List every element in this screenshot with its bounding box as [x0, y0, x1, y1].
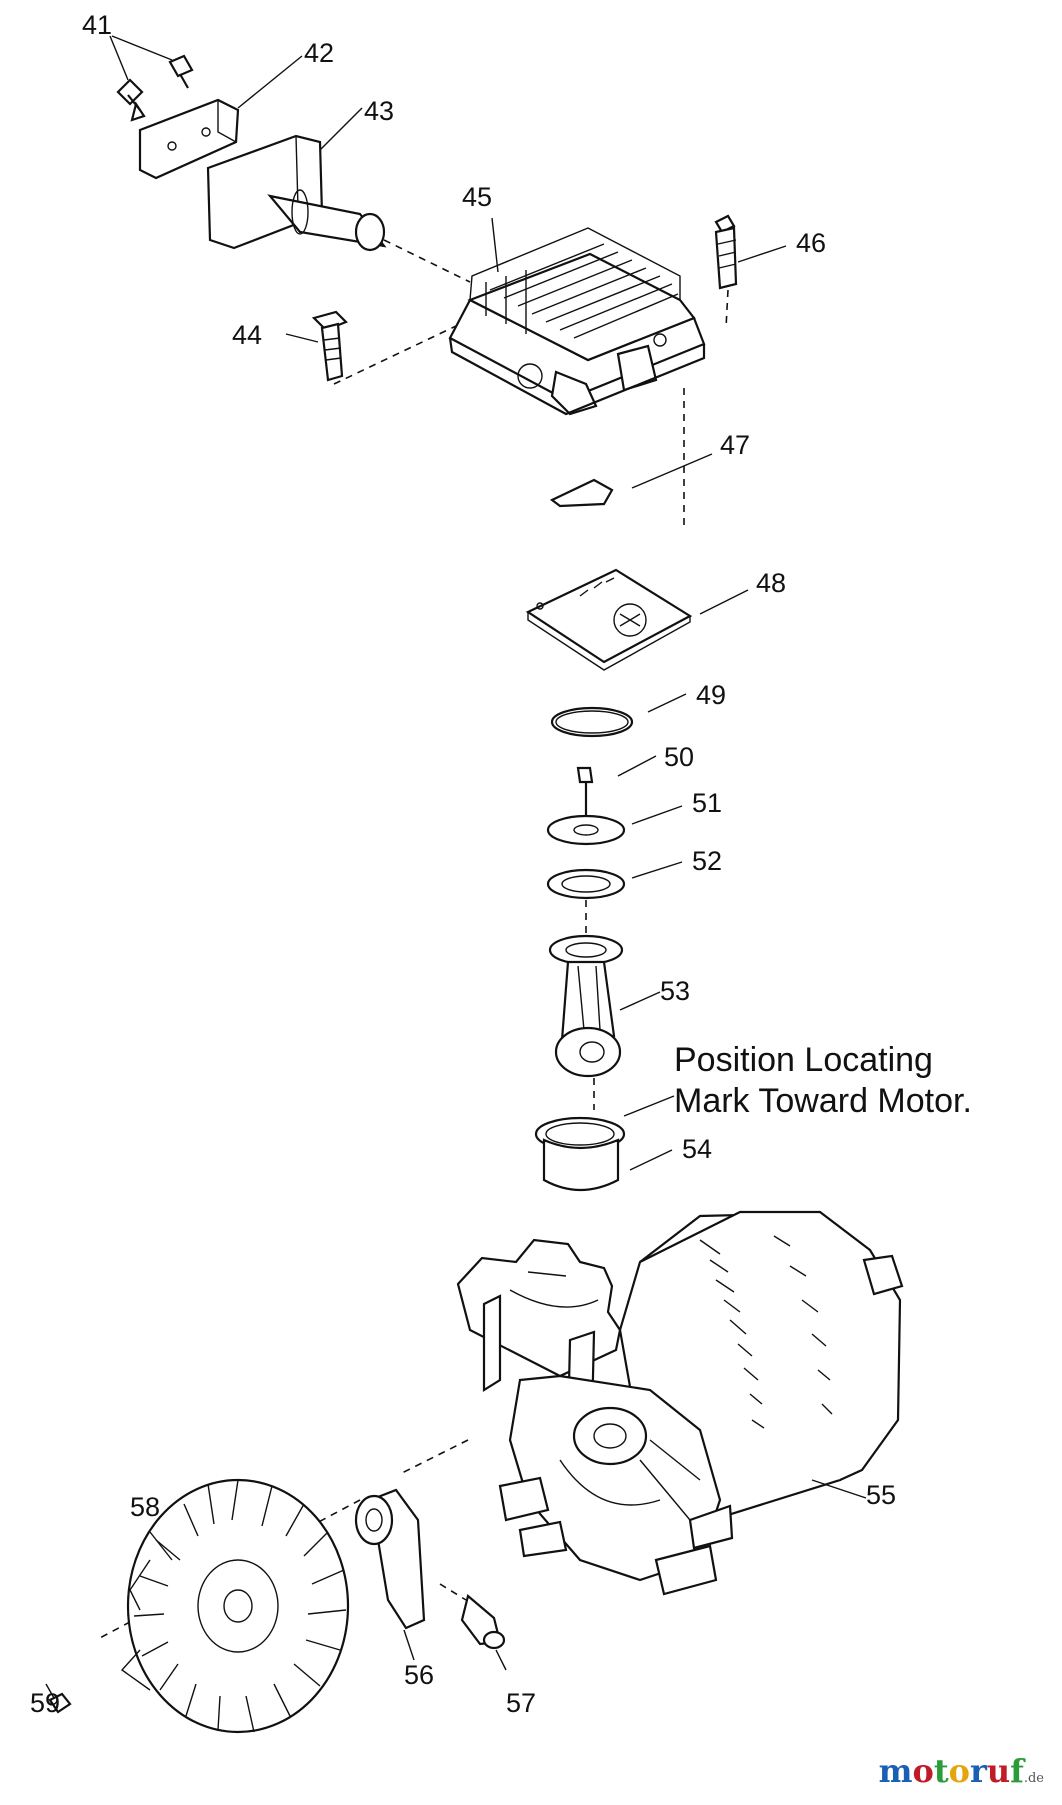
part-43-intake	[206, 107, 471, 283]
part-label-55: 55	[866, 1480, 897, 1510]
part-41-screws	[109, 35, 194, 122]
watermark-letter: o	[948, 1752, 970, 1790]
part-54-cylinder-sleeve	[534, 1116, 673, 1191]
part-55-motor-crankcase	[456, 1210, 904, 1596]
part-49-o-ring	[550, 693, 687, 738]
part-label-41: 41	[82, 10, 113, 40]
part-label-53: 53	[660, 976, 691, 1006]
part-label-44: 44	[232, 320, 263, 350]
part-58-fan	[120, 1478, 350, 1734]
part-label-57: 57	[506, 1688, 537, 1718]
part-57-pin	[439, 1583, 507, 1671]
assembly-note-line-2: Mark Toward Motor.	[674, 1081, 972, 1120]
watermark-letter: r	[969, 1752, 987, 1790]
watermark-letter: u	[986, 1752, 1011, 1790]
part-53-connecting-rod	[548, 934, 661, 1110]
part-48-valve-plate	[525, 568, 749, 671]
part-label-46: 46	[796, 228, 827, 258]
part-51-retainer	[546, 805, 683, 846]
part-52-piston-ring	[546, 861, 683, 900]
part-label-42: 42	[304, 38, 335, 68]
part-label-52: 52	[692, 846, 723, 876]
part-44-bolt	[285, 310, 457, 385]
part-label-56: 56	[404, 1660, 435, 1690]
motoruf-watermark-logo: motoruf.de	[879, 1752, 1044, 1790]
part-59-screw	[45, 1683, 72, 1714]
part-label-58: 58	[130, 1492, 161, 1522]
part-47-reed	[549, 453, 713, 508]
crank-axis	[399, 1439, 469, 1475]
watermark-suffix: .de	[1023, 1771, 1044, 1786]
part-label-54: 54	[682, 1134, 713, 1164]
part-46-valve	[714, 214, 787, 329]
assembly-note-line-1: Position Locating	[674, 1041, 933, 1079]
part-label-51: 51	[692, 788, 723, 818]
part-label-43: 43	[364, 96, 395, 126]
watermark-letters: motoruf	[879, 1752, 1024, 1790]
part-label-50: 50	[664, 742, 695, 772]
part-42-plate	[138, 55, 303, 180]
part-56-eccentric	[354, 1488, 426, 1661]
part-label-47: 47	[720, 430, 751, 460]
part-label-59: 59	[30, 1688, 61, 1718]
assembly-note: Position Locating Mark Toward Motor.	[674, 1040, 972, 1122]
watermark-letter: f	[1010, 1752, 1024, 1790]
part-label-45: 45	[462, 182, 493, 212]
part-label-48: 48	[756, 568, 787, 598]
part-label-49: 49	[696, 680, 727, 710]
note-leader-line	[623, 1095, 675, 1117]
watermark-letter: o	[912, 1752, 934, 1790]
part-45-cylinder-head	[448, 217, 706, 416]
watermark-letter: m	[878, 1752, 913, 1790]
watermark-letter: t	[933, 1752, 949, 1790]
part-50-screw	[576, 755, 657, 820]
